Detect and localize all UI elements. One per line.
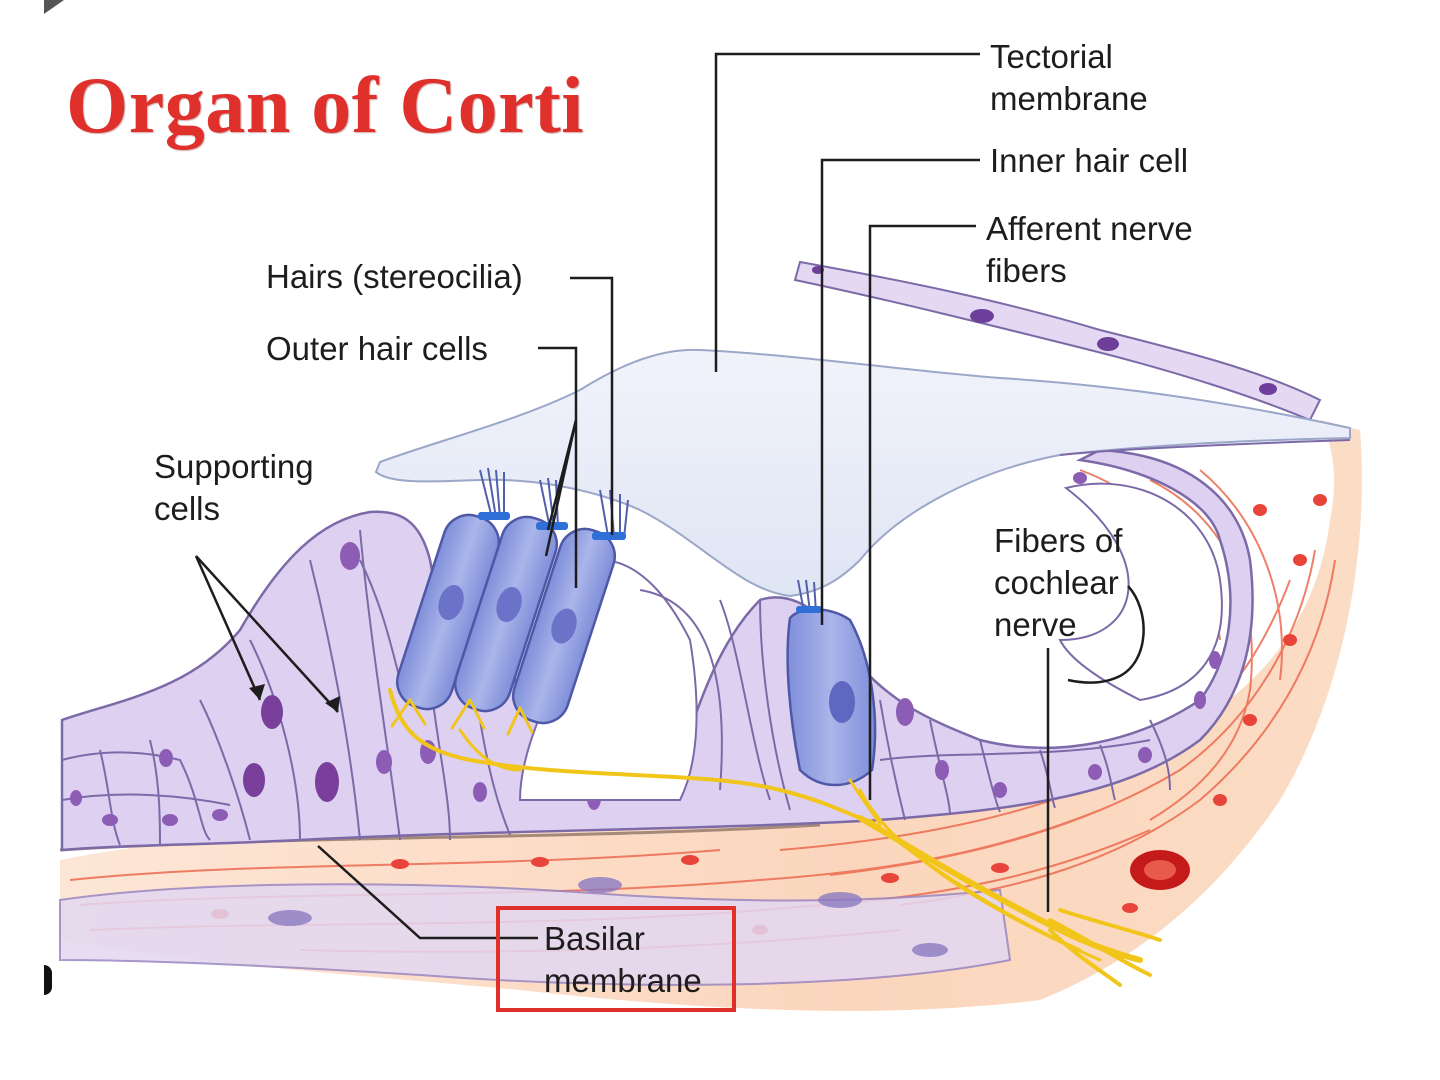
upper-membrane-cells [793, 260, 1322, 422]
leader-cochlear-bracket [1067, 585, 1145, 684]
label-afferent-nerve-fibers: Afferent nerve fibers [986, 208, 1193, 292]
label-line: membrane [544, 962, 702, 999]
label-hairs-stereocilia: Hairs (stereocilia) [266, 258, 523, 295]
inner-hair-cell-shape [786, 579, 877, 787]
leader-supporting-1 [194, 555, 262, 701]
label-line: cells [154, 490, 221, 527]
label-line: Basilar [544, 920, 645, 957]
leader-tectorial [714, 52, 980, 372]
leader-inner-hair-cell [820, 158, 980, 625]
label-tectorial-membrane: Tectorial membrane [990, 36, 1148, 120]
leader-afferent [868, 224, 976, 800]
label-line: fibers [986, 252, 1067, 289]
nerve-fibers [388, 688, 1162, 987]
arrowhead-supporting-2 [325, 696, 340, 712]
leader-outer-hair-cells-branch-2 [546, 419, 578, 531]
diagram-title: Organ of Corti [66, 62, 585, 150]
label-line: Tectorial [990, 38, 1113, 75]
left-edge-mark [44, 965, 52, 995]
label-supporting-cells: Supporting cells [154, 446, 314, 530]
arrowhead-supporting-1 [249, 684, 265, 700]
leader-stereocilia [570, 276, 614, 535]
tectorial-membrane-shape [374, 348, 1351, 598]
label-basilar-membrane: Basilar membrane [544, 918, 702, 1002]
outer-hair-cells-shapes [395, 467, 629, 725]
basilar-membrane-highlight-box [496, 906, 736, 1012]
label-outer-hair-cells: Outer hair cells [266, 330, 488, 367]
label-line: Fibers of [994, 522, 1123, 559]
label-line: cochlear [994, 564, 1119, 601]
label-fibers-of-cochlear-nerve: Fibers of cochlear nerve [994, 520, 1122, 646]
label-line: nerve [994, 606, 1077, 643]
label-line: Supporting [154, 448, 314, 485]
label-line: Afferent nerve [986, 210, 1193, 247]
blood-vessel [1130, 850, 1190, 890]
label-inner-hair-cell: Inner hair cell [990, 142, 1189, 179]
leader-supporting-2 [195, 555, 339, 713]
label-line: membrane [990, 80, 1148, 117]
leader-outer-hair-cells [538, 346, 578, 588]
lower-cell-layer [59, 877, 1012, 986]
supporting-cells-mass [60, 448, 1254, 852]
